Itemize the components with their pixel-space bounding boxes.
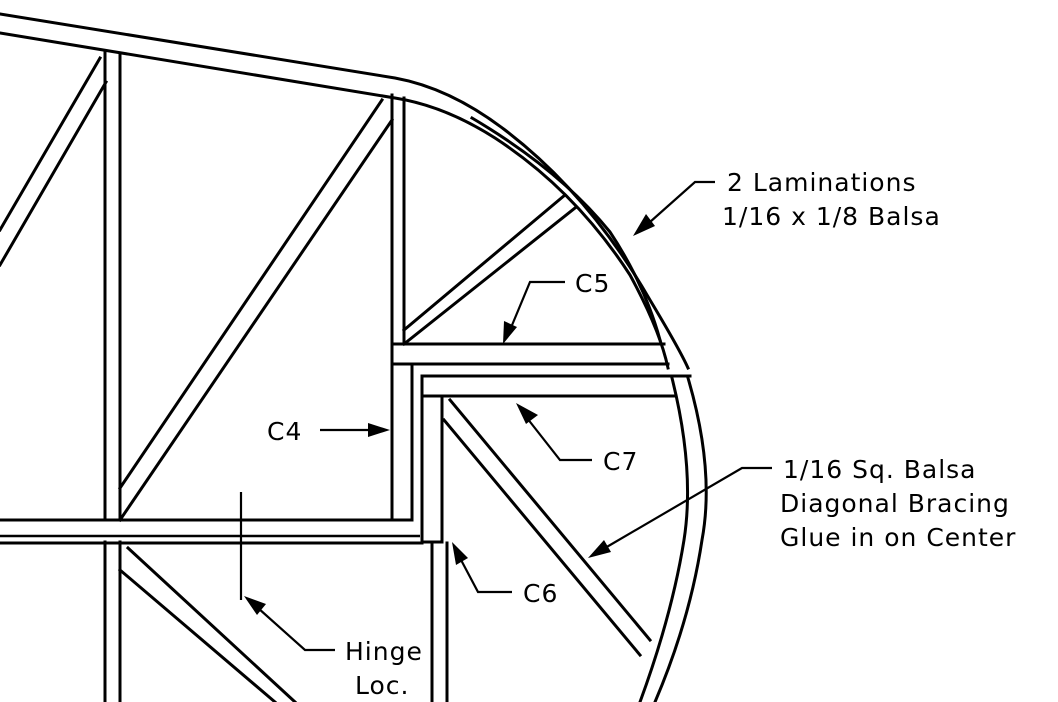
arrow-c6	[452, 542, 468, 565]
label-hinge-2: Loc.	[355, 671, 409, 700]
arrow-hinge	[244, 596, 266, 615]
leaders	[239, 180, 772, 652]
label-hinge-1: Hinge	[345, 637, 423, 666]
c5-strip	[390, 342, 670, 366]
label-bracing-2: Diagonal Bracing	[780, 489, 1010, 518]
label-c5: C5	[575, 269, 610, 298]
arrow-c5	[503, 321, 517, 344]
label-bracing-3: Glue in on Center	[780, 523, 1016, 552]
label-c4: C4	[267, 417, 302, 446]
label-c7: C7	[603, 447, 638, 476]
left-ribs	[103, 50, 122, 702]
label-c6: C6	[523, 579, 558, 608]
label-laminations-1: 2 Laminations	[727, 168, 916, 197]
arrow-c7	[516, 403, 538, 424]
vertical-rib-upper	[390, 93, 406, 346]
diagonal-bracing	[0, 55, 653, 702]
arrow-c4	[368, 423, 390, 437]
arrow-bracing	[588, 540, 611, 558]
label-laminations-2: 1/16 x 1/8 Balsa	[722, 202, 941, 231]
arrow-laminations	[633, 214, 655, 236]
c4-strip	[390, 362, 414, 522]
label-bracing-1: 1/16 Sq. Balsa	[783, 455, 976, 484]
lower-spar	[0, 518, 449, 702]
labels: 2 Laminations 1/16 x 1/8 Balsa C5 C4 C7 …	[267, 168, 1016, 700]
c7-c6-strips	[420, 374, 692, 544]
lamination-strips	[469, 115, 708, 702]
